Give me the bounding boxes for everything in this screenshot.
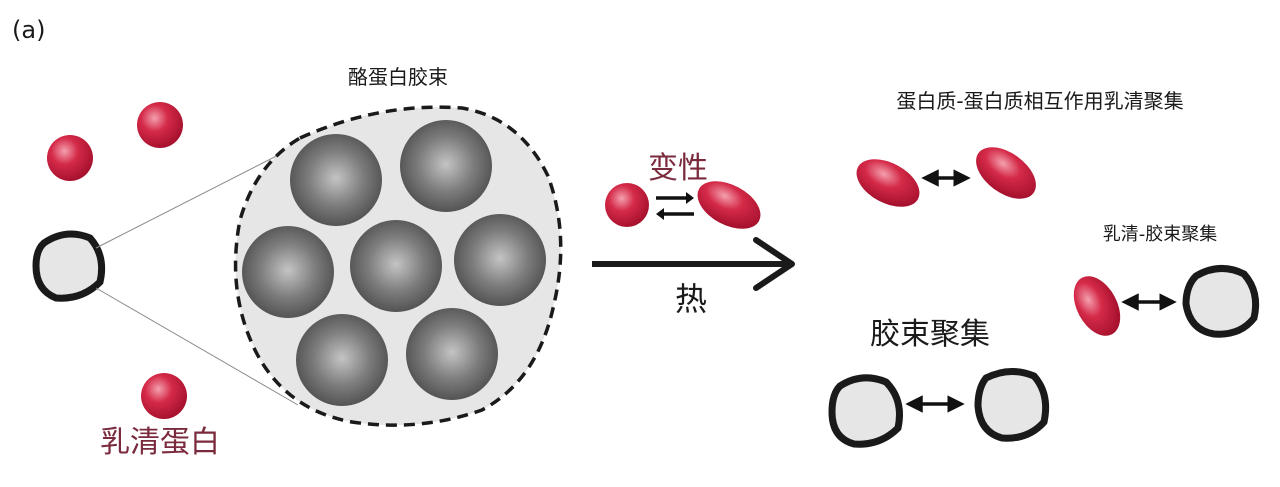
whey-protein-sphere	[141, 373, 187, 419]
protein-protein-aggregation-label: 蛋白质-蛋白质相互作用乳清聚集	[896, 89, 1183, 113]
whey-protein-sphere	[47, 135, 93, 181]
heat-label: 热	[675, 280, 707, 318]
whey-micelle-aggregation-label: 乳清-胶束聚集	[1103, 224, 1218, 245]
micelle-aggregation-label: 胶束聚集	[870, 317, 990, 352]
denatured-whey-protein	[976, 147, 1036, 199]
equilibrium-arrows-icon	[656, 192, 694, 220]
heat-arrow-icon	[592, 237, 795, 291]
zoom-line	[95, 287, 299, 406]
casein-submicelle	[350, 220, 442, 312]
denaturation-label: 变性	[648, 151, 708, 186]
denatured-whey-protein	[856, 159, 920, 207]
casein-submicelle	[400, 120, 492, 212]
denatured-whey-protein	[1073, 276, 1121, 336]
casein-micelle	[828, 374, 903, 448]
casein-submicelle	[296, 314, 388, 406]
casein-submicelle	[242, 226, 334, 318]
casein-micelle	[1182, 265, 1260, 338]
panel-label: (a)	[12, 16, 45, 44]
zoom-line	[95, 144, 299, 249]
casein-submicelle	[290, 134, 382, 226]
casein-micelle-label: 酪蛋白胶束	[348, 65, 448, 89]
denatured-whey-protein	[697, 181, 761, 229]
casein-micelle	[974, 368, 1050, 442]
casein-submicelle	[406, 308, 498, 400]
native-whey-protein	[605, 183, 649, 227]
whey-protein-label: 乳清蛋白	[100, 425, 220, 460]
casein-submicelle	[454, 214, 546, 306]
small-casein-micelle	[32, 230, 106, 302]
whey-protein-sphere	[137, 102, 183, 148]
